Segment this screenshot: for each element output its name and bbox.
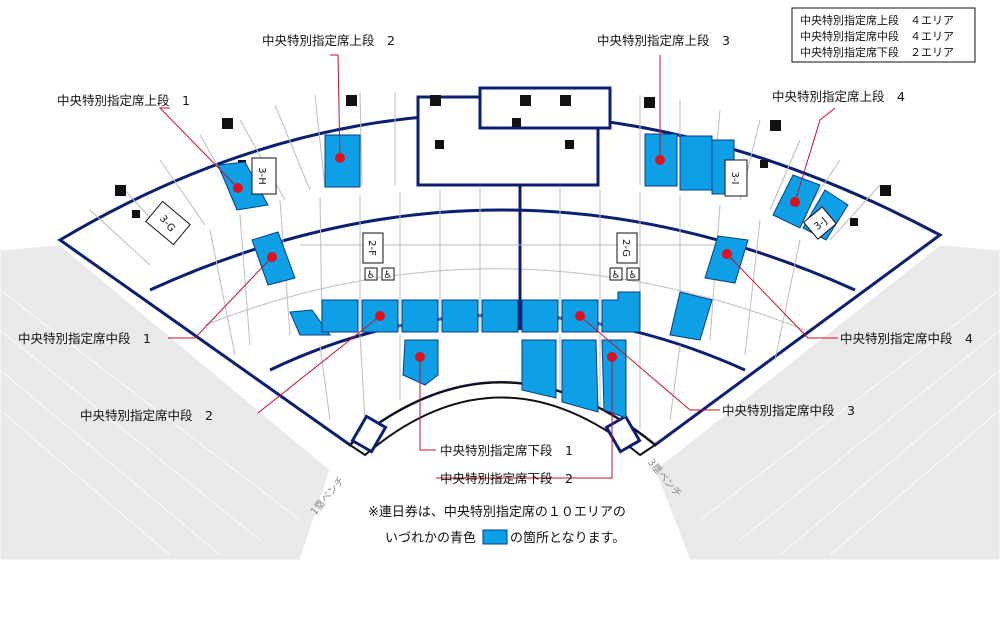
label-lower-1: 中央特別指定席下段 1 (440, 443, 573, 458)
label-upper-1: 中央特別指定席上段 1 (57, 93, 190, 108)
area-middle-2a (321, 299, 359, 333)
area-middle-2e (481, 299, 519, 333)
area-middle-4b (669, 291, 713, 341)
gate-3i: 3-I (729, 172, 740, 185)
svg-text:♿: ♿ (384, 270, 393, 281)
blue-swatch (482, 529, 508, 545)
area-middle-2d (441, 299, 479, 333)
legend-lower: 中央特別指定席下段 ２エリア (800, 45, 954, 59)
wheelchair-icon (609, 267, 623, 281)
label-middle-4: 中央特別指定席中段 4 (840, 331, 973, 346)
leader-lines (158, 54, 838, 479)
outer-stands (0, 244, 1000, 561)
note-line-2-after: の箇所となります。 (510, 530, 625, 546)
gate-labels: 3-H 3-G 2-F 2-G 3-I 3-J (145, 157, 837, 264)
wheelchair-icon (364, 267, 378, 281)
central-stand (57, 86, 943, 457)
wheelchair-icon (381, 267, 395, 281)
note-line-2-before: いづれかの青色 (385, 530, 476, 546)
wheelchair-icons: ♿ ♿ ♿ ♿ (364, 267, 640, 281)
label-upper-3: 中央特別指定席上段 3 (597, 33, 730, 48)
label-middle-1: 中央特別指定席中段 1 (18, 331, 151, 346)
label-middle-3: 中央特別指定席中段 3 (722, 403, 855, 418)
area-middle-4a (704, 235, 749, 284)
svg-text:♿: ♿ (612, 270, 621, 281)
svg-text:♿: ♿ (629, 270, 638, 281)
area-lower-2b (561, 339, 599, 413)
label-upper-4: 中央特別指定席上段 4 (772, 89, 905, 104)
gate-3h: 3-H (256, 167, 267, 185)
area-middle-2c (401, 299, 439, 333)
area-middle-3a (521, 299, 559, 333)
area-lower-2a (521, 339, 557, 399)
legend-box: 中央特別指定席上段 ４エリア 中央特別指定席中段 ４エリア 中央特別指定席下段 … (791, 7, 976, 63)
label-middle-2: 中央特別指定席中段 2 (80, 408, 213, 423)
area-middle-1b (289, 309, 331, 336)
legend-upper: 中央特別指定席上段 ４エリア (800, 13, 954, 27)
legend-middle: 中央特別指定席中段 ４エリア (800, 29, 954, 43)
note-line-1: ※連日券は、中央特別指定席の１０エリアの (368, 504, 626, 520)
svg-text:♿: ♿ (367, 270, 376, 281)
area-upper-1 (217, 161, 269, 211)
label-upper-2: 中央特別指定席上段 2 (262, 33, 395, 48)
gate-2g: 2-G (620, 239, 631, 257)
area-upper-3b (679, 135, 713, 191)
gate-2f: 2-F (366, 240, 377, 256)
area-labels: 中央特別指定席上段 1 中央特別指定席上段 2 中央特別指定席上段 3 中央特別… (18, 33, 973, 486)
area-middle-3c (601, 291, 641, 333)
label-lower-2: 中央特別指定席下段 2 (440, 471, 573, 486)
wheelchair-icon (626, 267, 640, 281)
footnote: ※連日券は、中央特別指定席の１０エリアの いづれかの青色 の箇所となります。 (368, 504, 626, 546)
